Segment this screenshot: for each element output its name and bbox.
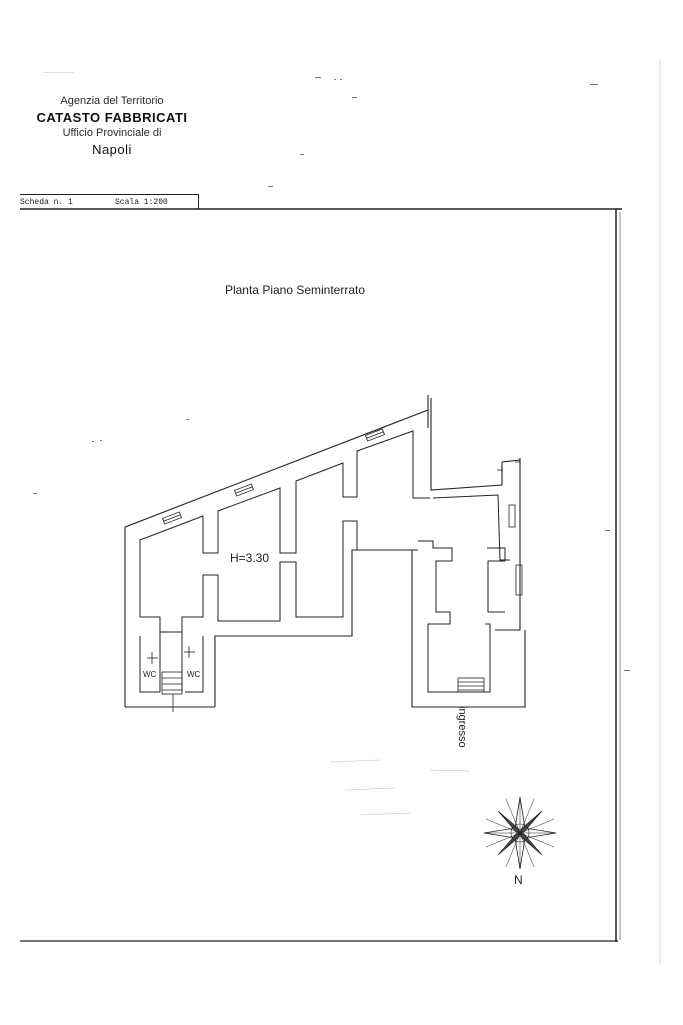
scan-specks	[33, 72, 630, 671]
sheet-number: Scheda n. 1	[20, 198, 73, 207]
windows	[162, 428, 385, 525]
provincial-office: Ufficio Provinciale di	[62, 127, 162, 140]
scan-texture	[329, 759, 471, 816]
wc-label-right: WC	[187, 670, 201, 679]
agency-name: Agenzia del Territorio	[60, 95, 164, 107]
office-city: Napoli	[92, 142, 132, 158]
plan-title: Planta Piano Seminterrato	[224, 283, 366, 297]
registry-name: CATASTO FABBRICATI	[36, 109, 188, 125]
side-openings	[497, 461, 523, 596]
entrance-label: ingresso	[456, 706, 468, 748]
north-label: N	[514, 873, 523, 887]
ceiling-height-label: H=3.30	[230, 551, 270, 565]
wc-fixtures	[147, 646, 195, 712]
scale-label: Scala 1:200	[115, 198, 168, 207]
wc-label-left: WC	[143, 670, 157, 679]
inner-walls	[139, 430, 510, 693]
office-header: Agenzia del Territorio CATASTO FABBRICAT…	[22, 94, 202, 159]
outer-walls	[124, 395, 526, 708]
sheet-info-box: Scheda n. 1 Scala 1:200	[20, 194, 199, 209]
compass-rose	[483, 796, 557, 870]
entrance-steps	[457, 677, 485, 693]
